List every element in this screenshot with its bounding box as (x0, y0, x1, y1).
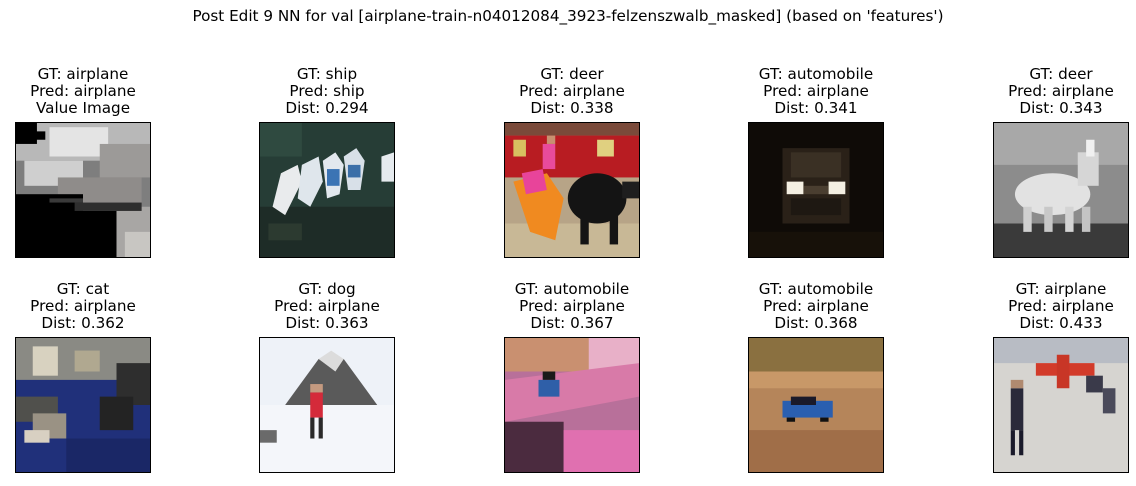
thumbnail-image (504, 122, 640, 258)
thumbnail-image (504, 337, 640, 473)
caption-gt: GT: dog (298, 280, 356, 298)
caption-pred: Pred: airplane (519, 297, 625, 315)
panel-caption: GT: cat Pred: airplane Dist: 0.362 (0, 281, 211, 332)
caption-dist: Dist: 0.294 (285, 99, 369, 117)
panel-caption: GT: deer Pred: airplane Dist: 0.338 (444, 66, 700, 117)
panel-caption: GT: airplane Pred: airplane Value Image (0, 66, 211, 117)
caption-dist: Dist: 0.362 (41, 314, 125, 332)
caption-pred: Pred: airplane (519, 82, 625, 100)
panel-caption: GT: automobile Pred: airplane Dist: 0.36… (444, 281, 700, 332)
caption-dist: Dist: 0.338 (530, 99, 614, 117)
panel-caption: GT: automobile Pred: airplane Dist: 0.36… (688, 281, 944, 332)
thumbnail-image (15, 122, 151, 258)
caption-pred: Pred: airplane (1008, 82, 1114, 100)
caption-dist: Dist: 0.433 (1019, 314, 1103, 332)
caption-gt: GT: automobile (514, 280, 630, 298)
caption-dist: Dist: 0.343 (1019, 99, 1103, 117)
caption-pred: Pred: airplane (1008, 297, 1114, 315)
panel-caption: GT: ship Pred: ship Dist: 0.294 (199, 66, 455, 117)
thumbnail-image (748, 337, 884, 473)
caption-pred: Pred: airplane (763, 82, 869, 100)
panel-caption: GT: automobile Pred: airplane Dist: 0.34… (688, 66, 944, 117)
caption-gt: GT: airplane (1015, 280, 1107, 298)
caption-pred: Pred: airplane (274, 297, 380, 315)
caption-gt: GT: ship (296, 65, 358, 83)
caption-gt: GT: automobile (758, 280, 874, 298)
panel-caption: GT: dog Pred: airplane Dist: 0.363 (199, 281, 455, 332)
figure-title: Post Edit 9 NN for val [airplane-train-n… (192, 7, 944, 25)
caption-pred: Pred: ship (289, 82, 365, 100)
thumbnail-image (748, 122, 884, 258)
caption-gt: GT: deer (540, 65, 604, 83)
caption-dist: Dist: 0.363 (285, 314, 369, 332)
thumbnail-image (259, 337, 395, 473)
caption-dist: Dist: 0.341 (774, 99, 858, 117)
thumbnail-image (993, 337, 1129, 473)
caption-gt: GT: deer (1029, 65, 1093, 83)
panel-caption: GT: airplane Pred: airplane Dist: 0.433 (933, 281, 1136, 332)
caption-gt: GT: cat (56, 280, 110, 298)
caption-pred: Pred: airplane (30, 297, 136, 315)
caption-pred: Pred: airplane (30, 82, 136, 100)
thumbnail-image (993, 122, 1129, 258)
panel-caption: GT: deer Pred: airplane Dist: 0.343 (933, 66, 1136, 117)
thumbnail-image (259, 122, 395, 258)
caption-gt: GT: airplane (37, 65, 129, 83)
caption-dist: Dist: 0.367 (530, 314, 614, 332)
caption-dist: Value Image (35, 99, 131, 117)
caption-gt: GT: automobile (758, 65, 874, 83)
caption-dist: Dist: 0.368 (774, 314, 858, 332)
thumbnail-image (15, 337, 151, 473)
caption-pred: Pred: airplane (763, 297, 869, 315)
